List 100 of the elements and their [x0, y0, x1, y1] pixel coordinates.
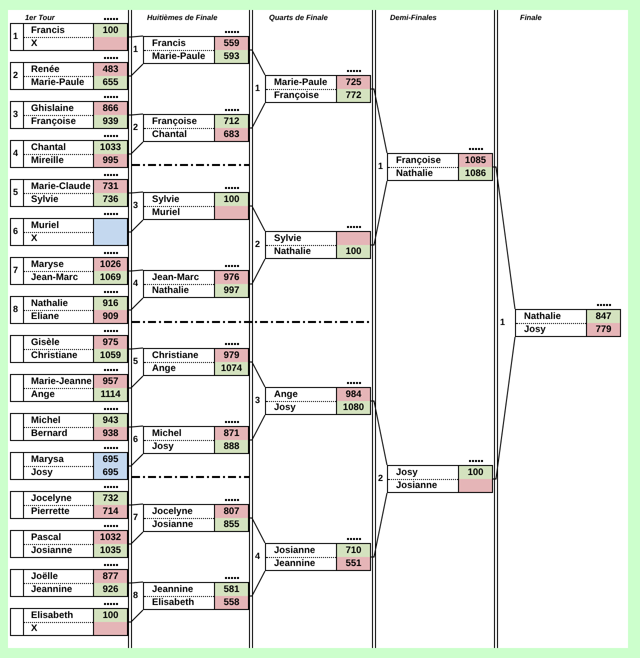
- player-name: Francis: [31, 24, 65, 37]
- match-box: [10, 530, 128, 558]
- player-name: Pascal: [31, 531, 62, 544]
- player-name: Marie-Jeanne: [31, 375, 92, 388]
- score: 1059: [93, 349, 127, 362]
- match-number: 1: [13, 31, 18, 42]
- player-name: Sylvie: [274, 232, 302, 245]
- player-name: Jocelyne: [152, 505, 193, 518]
- score: 559: [214, 37, 248, 50]
- score: 558: [214, 596, 248, 609]
- bracket-line: [128, 192, 144, 194]
- match-box: [387, 465, 493, 493]
- player-name: X: [31, 37, 38, 50]
- match-box: [10, 374, 128, 402]
- player-name: Jeannine: [31, 583, 72, 596]
- player-name: Nathalie: [524, 310, 561, 323]
- player-name: Josy: [274, 401, 296, 414]
- player-name: Françoise: [396, 154, 441, 167]
- player-name: Ange: [274, 388, 298, 401]
- player-name: Josy: [524, 323, 546, 336]
- score: 581: [214, 583, 248, 596]
- score: 939: [93, 115, 127, 128]
- score: 100: [214, 193, 248, 206]
- bracket-line: [248, 102, 266, 128]
- player-name: Jeannine: [274, 557, 316, 570]
- match-box: [143, 348, 249, 376]
- score: 916: [93, 297, 127, 310]
- score: 714: [93, 505, 127, 518]
- match-number: 8: [13, 304, 18, 315]
- player-name: Maryse: [31, 258, 64, 271]
- player-name: Michel: [152, 427, 182, 440]
- match-box: [10, 140, 128, 168]
- player-name: Jeannine: [152, 583, 194, 596]
- match-number: 6: [13, 226, 18, 237]
- score: 1069: [93, 271, 127, 284]
- player-name: Josy: [396, 466, 418, 479]
- match-box: [10, 608, 128, 636]
- player-name: Elisabeth: [152, 596, 194, 609]
- score: 100: [93, 24, 127, 37]
- bracket-line: [370, 88, 388, 154]
- score: 995: [93, 154, 127, 167]
- score: 976: [214, 271, 248, 284]
- score: 100: [93, 609, 127, 622]
- player-name: Françoise: [274, 89, 319, 102]
- bracket-line: [128, 376, 144, 388]
- match-number: 7: [133, 512, 138, 523]
- match-box: [143, 426, 249, 454]
- score: 1026: [93, 258, 127, 271]
- match-box: [265, 543, 371, 571]
- score: 1074: [214, 362, 248, 375]
- score: 855: [214, 518, 248, 531]
- bracket-line: [128, 36, 144, 38]
- score: 957: [93, 375, 127, 388]
- match-box: [265, 75, 371, 103]
- score: 866: [93, 102, 127, 115]
- match-number: 4: [255, 551, 260, 562]
- score: 1114: [93, 388, 127, 401]
- player-name: Pierrette: [31, 505, 70, 518]
- player-name: Elisabeth: [31, 609, 74, 622]
- match-number: 2: [13, 70, 18, 81]
- player-name: Nathalie: [152, 284, 189, 297]
- match-box: [143, 192, 249, 220]
- match-box: [10, 413, 128, 441]
- match-box: [10, 491, 128, 519]
- score: 1080: [336, 401, 370, 414]
- bracket-line: [248, 206, 266, 232]
- player-name: Mireille: [31, 154, 64, 167]
- score: 1035: [93, 544, 127, 557]
- match-number: 5: [133, 356, 138, 367]
- player-name: Jean-Marc: [152, 271, 199, 284]
- player-name: Michel: [31, 414, 61, 427]
- bracket-line: [128, 270, 144, 272]
- match-box: [143, 582, 249, 610]
- player-name: Chantal: [31, 141, 66, 154]
- player-name: Josianne: [274, 544, 316, 557]
- match-box: [10, 179, 128, 207]
- match-box: [10, 23, 128, 51]
- player-name: Bernard: [31, 427, 68, 440]
- match-number: 3: [133, 200, 138, 211]
- score: 732: [93, 492, 127, 505]
- player-name: Marie-Claude: [31, 180, 91, 193]
- score: 593: [214, 50, 248, 63]
- bracket-line: [128, 114, 144, 116]
- player-name: Ghislaine: [31, 102, 74, 115]
- player-name: Renée: [31, 63, 60, 76]
- match-box: [143, 270, 249, 298]
- player-name: Jocelyne: [31, 492, 72, 505]
- player-name: Christiane: [152, 349, 198, 362]
- score: 888: [214, 440, 248, 453]
- score: 807: [214, 505, 248, 518]
- player-name: Marysa: [31, 453, 64, 466]
- score: 847: [586, 310, 620, 323]
- score: 655: [93, 76, 127, 89]
- match-box: [10, 101, 128, 129]
- score: 683: [214, 128, 248, 141]
- bracket-line: [370, 492, 388, 558]
- match-box: [10, 569, 128, 597]
- player-name: Marie-Paule: [31, 76, 84, 89]
- score: 100: [336, 245, 370, 258]
- match-box: [265, 387, 371, 415]
